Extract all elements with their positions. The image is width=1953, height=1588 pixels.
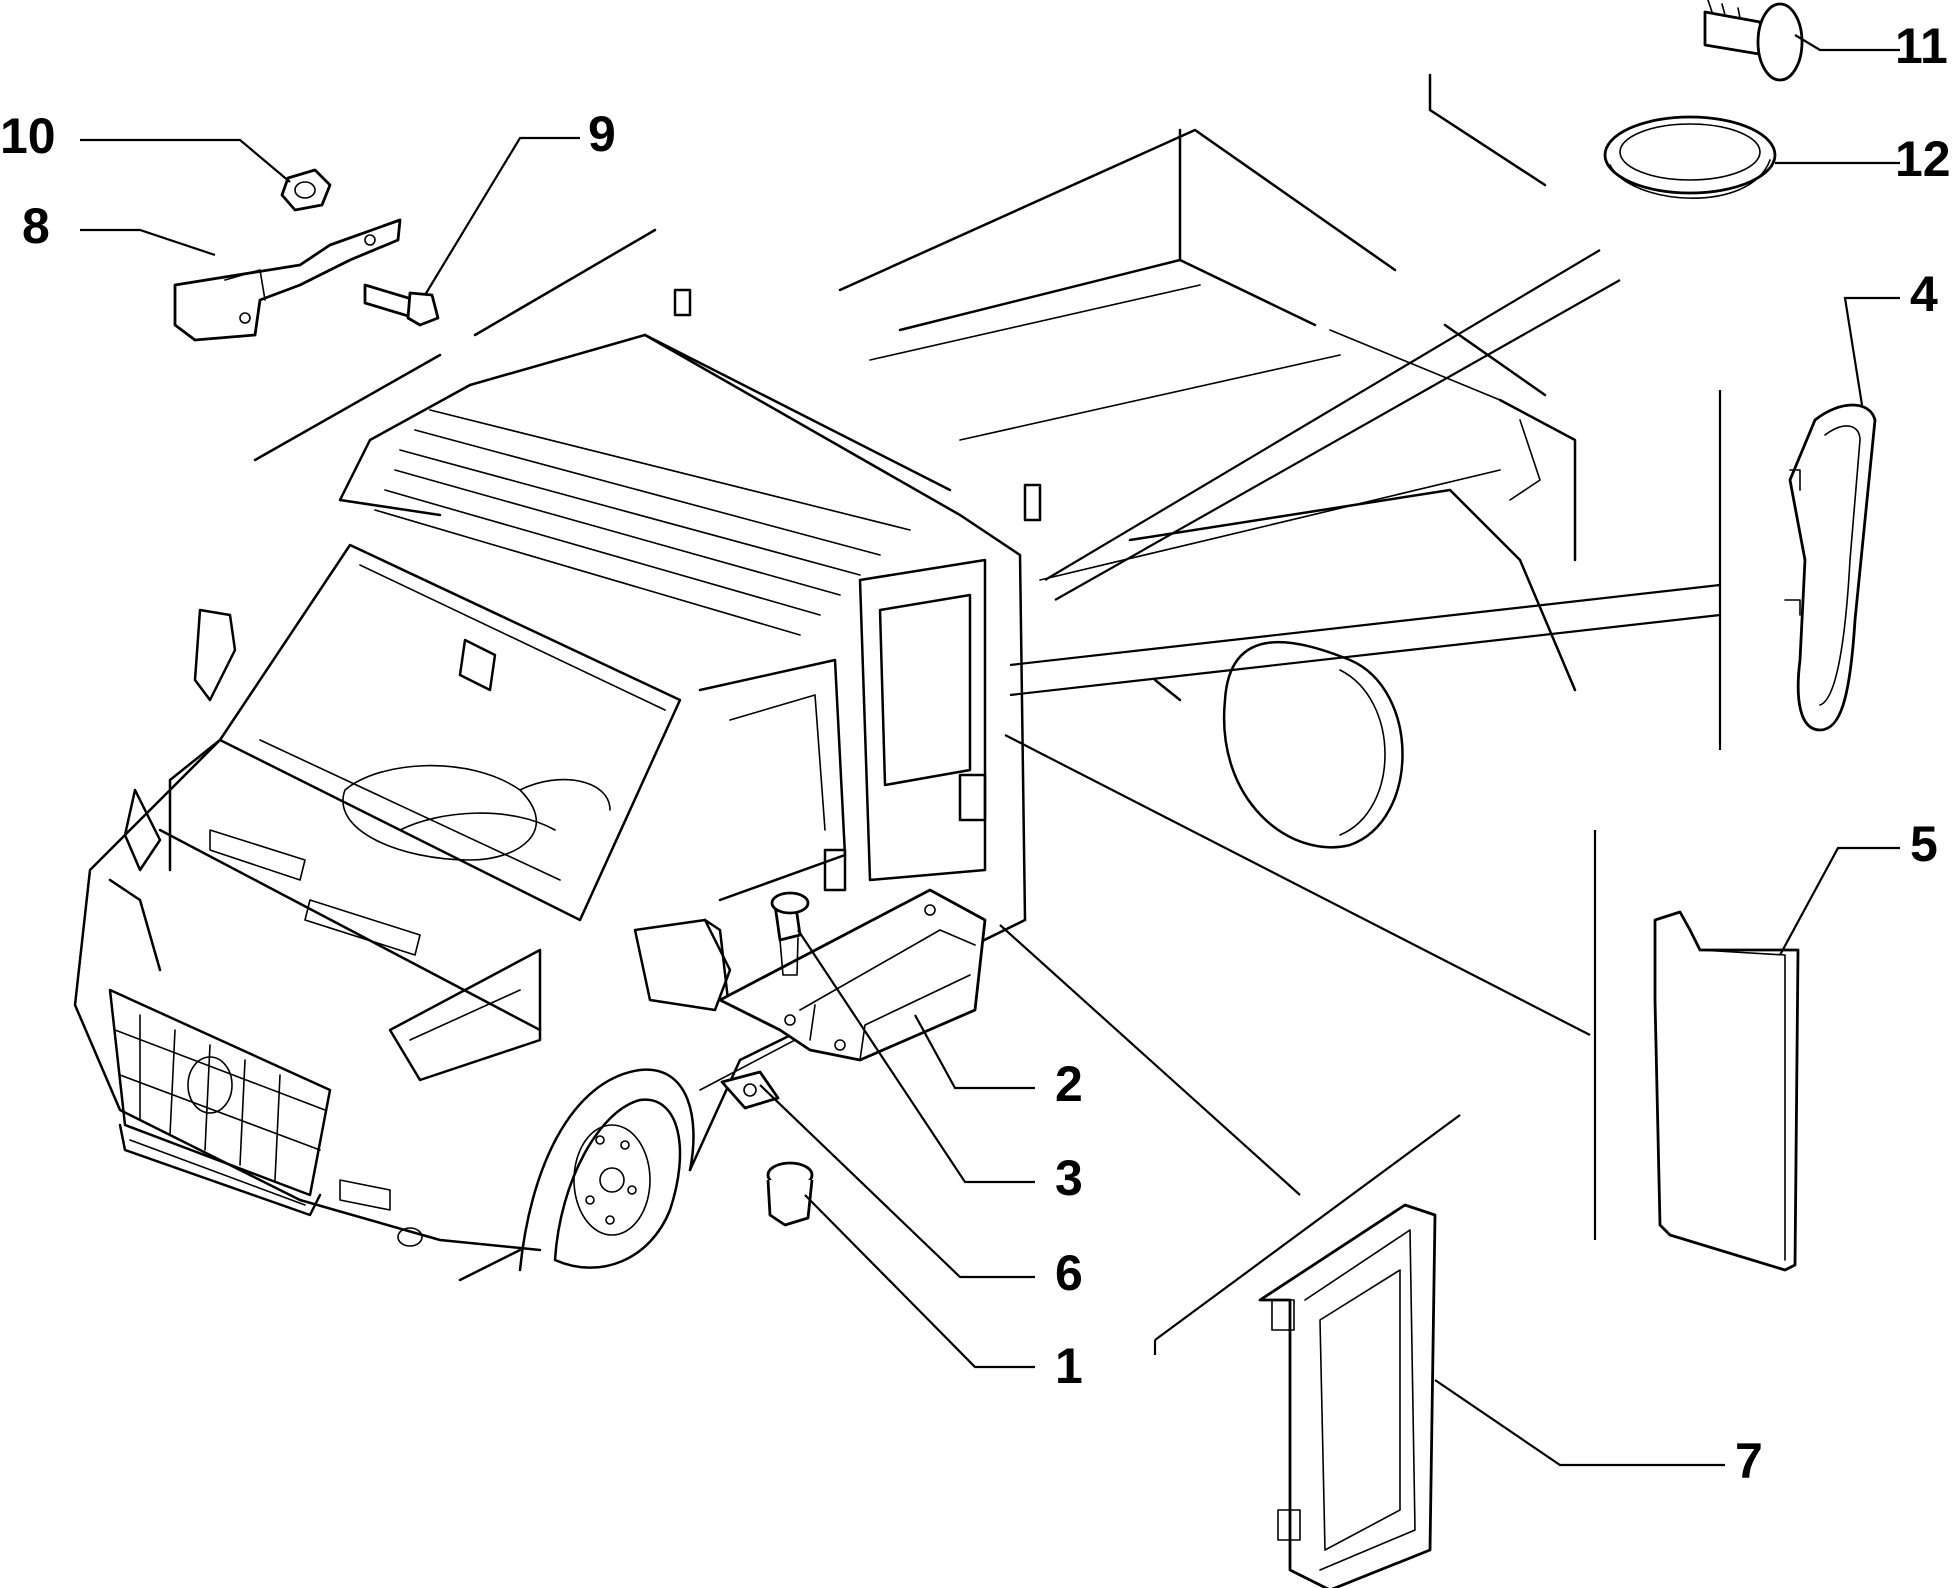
part-4-side-trim	[1784, 403, 1877, 732]
callout-1: 1	[1055, 1338, 1083, 1394]
leader-lines	[80, 34, 1900, 1467]
callout-3: 3	[1055, 1150, 1083, 1206]
part-7-step-tray	[1258, 1203, 1437, 1588]
part-1-plug	[766, 1161, 814, 1227]
van-illustration	[73, 73, 1577, 1282]
callout-6: 6	[1055, 1245, 1083, 1301]
callout-12: 12	[1895, 131, 1951, 187]
callout-7: 7	[1735, 1433, 1763, 1489]
part-11-push-clip	[1703, 0, 1804, 82]
part-9-bolt	[363, 283, 440, 327]
callout-2: 2	[1055, 1056, 1083, 1112]
callout-10: 10	[0, 108, 56, 164]
callout-5: 5	[1910, 816, 1938, 872]
callout-8: 8	[22, 198, 50, 254]
part-6-clip-nut	[720, 1070, 780, 1110]
part-2-step-bracket	[718, 888, 987, 1062]
callout-11: 11	[1895, 18, 1948, 74]
callout-9: 9	[588, 106, 616, 162]
callout-4: 4	[1910, 266, 1938, 322]
part-8-bracket	[173, 218, 402, 342]
part-12-plug-cap	[1603, 115, 1777, 199]
part-5-panel	[1653, 910, 1800, 1272]
callout-labels: 1 2 3 4 5 6 7 8 9 10 11 12	[0, 18, 1951, 1489]
part-10-nut	[280, 168, 332, 212]
